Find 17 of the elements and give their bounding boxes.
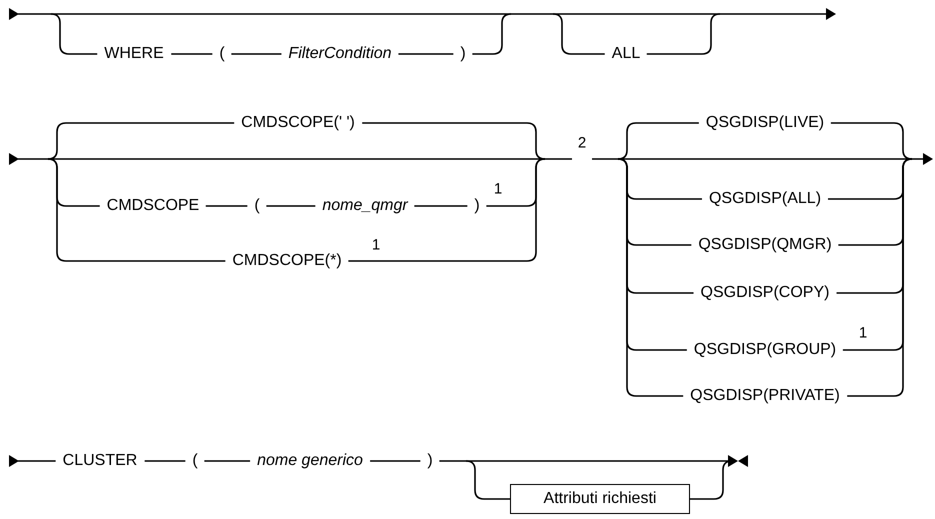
syntax-keyword: QSGDISP(GROUP) <box>686 342 844 358</box>
syntax-keyword: ( <box>247 198 267 214</box>
syntax-keyword: ( <box>212 46 232 62</box>
syntax-keyword: nome generico <box>250 453 370 469</box>
syntax-keyword: QSGDISP(COPY) <box>694 285 836 301</box>
syntax-keyword: nome_qmgr <box>315 198 415 214</box>
syntax-keyword: CMDSCOPE(*) <box>225 253 349 269</box>
syntax-keyword: ) <box>420 453 440 469</box>
syntax-keyword: QSGDISP(ALL) <box>702 191 828 207</box>
syntax-keyword: ( <box>185 453 205 469</box>
syntax-keyword: QSGDISP(LIVE) <box>698 115 832 131</box>
syntax-keyword: CMDSCOPE(' ') <box>234 115 362 131</box>
syntax-keyword: ) <box>453 46 473 62</box>
syntax-keyword: QSGDISP(PRIVATE) <box>683 388 847 404</box>
syntax-fragment-box: Attributi richiesti <box>510 484 690 514</box>
syntax-keyword: QSGDISP(QMGR) <box>691 237 839 253</box>
syntax-keyword: ) <box>467 198 487 214</box>
